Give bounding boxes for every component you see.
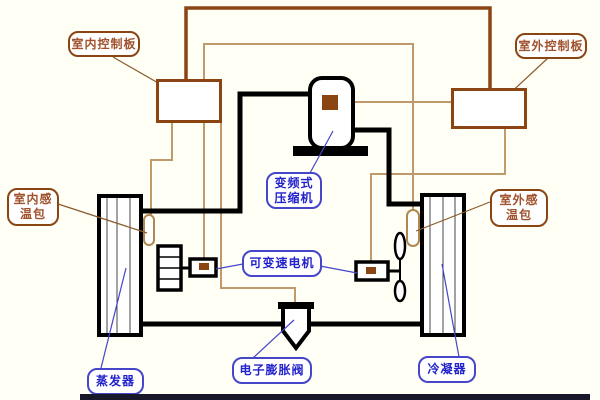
label-text: 室外控制板 [518,38,584,53]
compressor-shell [308,76,355,150]
evaporator-coil [97,194,143,337]
label-text: 室外感 [499,193,539,207]
discharge-pipe [352,127,422,207]
leader-compressor [309,130,334,174]
leader-motor-right [319,265,358,274]
bottom-border-bar [80,394,590,400]
leader-valve [252,319,295,359]
label-expansion-valve: 电子膨胀阀 [232,357,312,384]
label-condenser: 冷凝器 [418,356,476,383]
compressor-base [293,146,368,156]
expansion-valve-wire [220,122,296,305]
outdoor-fan-blade [393,231,407,261]
label-indoor-temp-sensor: 室内感 温包 [7,188,59,226]
label-text: 电子膨胀阀 [239,363,305,377]
expansion-valve-cap [278,302,314,309]
board-interconnect-wire [184,6,492,88]
outdoor-fan-motor-wire [370,129,506,263]
indoor-sensor-wire [150,122,173,216]
label-text: 冷凝器 [427,362,467,376]
board-to-outdoor-sensor-wire [203,43,414,211]
indoor-temp-sensor [143,214,155,246]
outdoor-fan-blade [393,279,407,303]
label-text: 温包 [19,207,46,221]
label-indoor-control-board: 室内控制板 [68,31,140,57]
leader-indoor-sensor [57,203,148,234]
label-text: 室内感 [13,192,53,206]
expansion-valve-body [281,305,311,352]
label-outdoor-control-board: 室外控制板 [515,33,587,59]
leader-motor-left [215,263,244,270]
label-outdoor-temp-sensor: 室外感 温包 [490,189,548,227]
label-text: 压缩机 [274,190,314,205]
leader-outdoor-sensor [415,201,491,232]
suction-pipe [141,91,308,214]
leader-condenser [441,263,460,358]
label-text: 蒸发器 [95,374,135,388]
compressor-terminal [322,95,338,110]
label-variable-speed-motor: 可变速电机 [242,250,322,277]
label-evaporator: 蒸发器 [87,368,144,395]
label-text: 室内控制板 [71,36,137,51]
label-text: 可变速电机 [249,256,315,270]
indoor-control-board [156,79,222,123]
label-text: 变频式 [274,175,314,190]
leader-evaporator [100,267,127,369]
label-text: 温包 [505,208,532,222]
label-compressor: 变频式 压缩机 [266,172,322,209]
outdoor-temp-sensor [406,209,420,247]
outdoor-control-board [451,88,527,129]
outdoor-motor-terminal [366,267,376,274]
indoor-motor-terminal [199,263,209,270]
